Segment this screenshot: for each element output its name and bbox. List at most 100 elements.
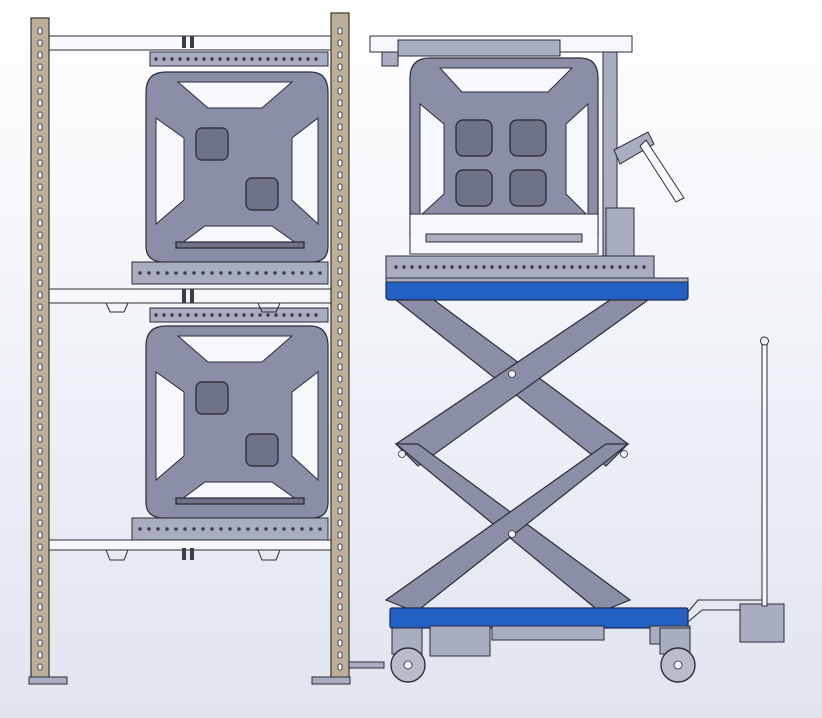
upright-hole bbox=[37, 111, 43, 119]
upright-hole bbox=[37, 87, 43, 95]
upright-hole bbox=[37, 339, 43, 347]
module-base-bar bbox=[175, 241, 305, 249]
upright-hole bbox=[37, 63, 43, 71]
scissor-pivot-lower bbox=[508, 530, 516, 538]
bolt bbox=[210, 313, 214, 317]
handle-pole bbox=[761, 343, 768, 607]
payload-cutout-right bbox=[565, 102, 589, 218]
bolt bbox=[156, 271, 160, 275]
bolt bbox=[318, 527, 322, 531]
upright-hole bbox=[337, 39, 343, 47]
bolt bbox=[394, 265, 398, 269]
upright-hole bbox=[337, 63, 343, 71]
bolt bbox=[309, 527, 313, 531]
upright-hole bbox=[37, 375, 43, 383]
bolt bbox=[162, 313, 166, 317]
upright-hole bbox=[337, 231, 343, 239]
bolt bbox=[578, 265, 582, 269]
upright-hole bbox=[37, 495, 43, 503]
upright-hole bbox=[337, 51, 343, 59]
bolt bbox=[201, 527, 205, 531]
upright-hole bbox=[37, 327, 43, 335]
bolt bbox=[234, 313, 238, 317]
upright-hole bbox=[337, 519, 343, 527]
bolt bbox=[219, 271, 223, 275]
upright-hole bbox=[37, 171, 43, 179]
bolt bbox=[318, 271, 322, 275]
upright-hole bbox=[37, 543, 43, 551]
bolt bbox=[314, 57, 318, 61]
bolt bbox=[266, 313, 270, 317]
bolt bbox=[282, 271, 286, 275]
bolt bbox=[186, 313, 190, 317]
upright-hole bbox=[337, 327, 343, 335]
upright-hole bbox=[337, 303, 343, 311]
bolt bbox=[522, 265, 526, 269]
bolt bbox=[291, 271, 295, 275]
upright-hole bbox=[337, 639, 343, 647]
bolt bbox=[250, 57, 254, 61]
upright-hole bbox=[37, 399, 43, 407]
bolt bbox=[458, 265, 462, 269]
bolt bbox=[218, 313, 222, 317]
bolt bbox=[228, 271, 232, 275]
upright-hole bbox=[337, 375, 343, 383]
bolt bbox=[314, 313, 318, 317]
upright-hole bbox=[37, 627, 43, 635]
bolt bbox=[258, 313, 262, 317]
bolt bbox=[237, 271, 241, 275]
upright-hole bbox=[37, 75, 43, 83]
bolt bbox=[246, 527, 250, 531]
bolt bbox=[234, 57, 238, 61]
payload-square-pad-4 bbox=[509, 169, 547, 207]
bolt bbox=[274, 313, 278, 317]
upright-hole bbox=[37, 123, 43, 131]
upright-hole bbox=[37, 471, 43, 479]
upright-hole bbox=[337, 255, 343, 263]
bolt bbox=[170, 313, 174, 317]
module-cutout-top bbox=[176, 335, 294, 363]
bolt bbox=[138, 527, 142, 531]
upright-hole bbox=[337, 339, 343, 347]
storage-rack bbox=[28, 12, 385, 685]
lift-base-platform bbox=[389, 607, 689, 629]
bolt bbox=[570, 265, 574, 269]
shelf-clips bbox=[105, 36, 281, 561]
bolt bbox=[506, 265, 510, 269]
bolt bbox=[514, 265, 518, 269]
upright-hole bbox=[337, 579, 343, 587]
bolt bbox=[554, 265, 558, 269]
bolt bbox=[165, 271, 169, 275]
bolt bbox=[183, 527, 187, 531]
scissor-arms bbox=[384, 299, 650, 613]
upright-hole bbox=[337, 183, 343, 191]
bolt bbox=[242, 57, 246, 61]
bolt bbox=[602, 265, 606, 269]
handle-base-block bbox=[739, 603, 785, 643]
upright-hole bbox=[37, 267, 43, 275]
bolt bbox=[194, 313, 198, 317]
bolt bbox=[538, 265, 542, 269]
upright-hole bbox=[337, 243, 343, 251]
module-rail-top bbox=[149, 51, 329, 67]
upright-hole bbox=[37, 27, 43, 35]
bolt bbox=[474, 265, 478, 269]
rack-left-foot bbox=[28, 676, 68, 685]
upright-hole bbox=[337, 399, 343, 407]
bolt bbox=[170, 57, 174, 61]
scissor-pivot-left bbox=[398, 450, 406, 458]
bolt bbox=[174, 271, 178, 275]
bolt bbox=[282, 57, 286, 61]
bolt bbox=[546, 265, 550, 269]
bolt bbox=[218, 57, 222, 61]
upright-hole bbox=[337, 135, 343, 143]
bolt bbox=[228, 527, 232, 531]
bolt bbox=[610, 265, 614, 269]
upright-hole bbox=[37, 663, 43, 671]
bolt bbox=[442, 265, 446, 269]
upright-hole bbox=[337, 219, 343, 227]
upright-hole bbox=[337, 363, 343, 371]
module-cutout-right bbox=[291, 116, 319, 226]
rack-right-upright-holes bbox=[337, 27, 343, 671]
